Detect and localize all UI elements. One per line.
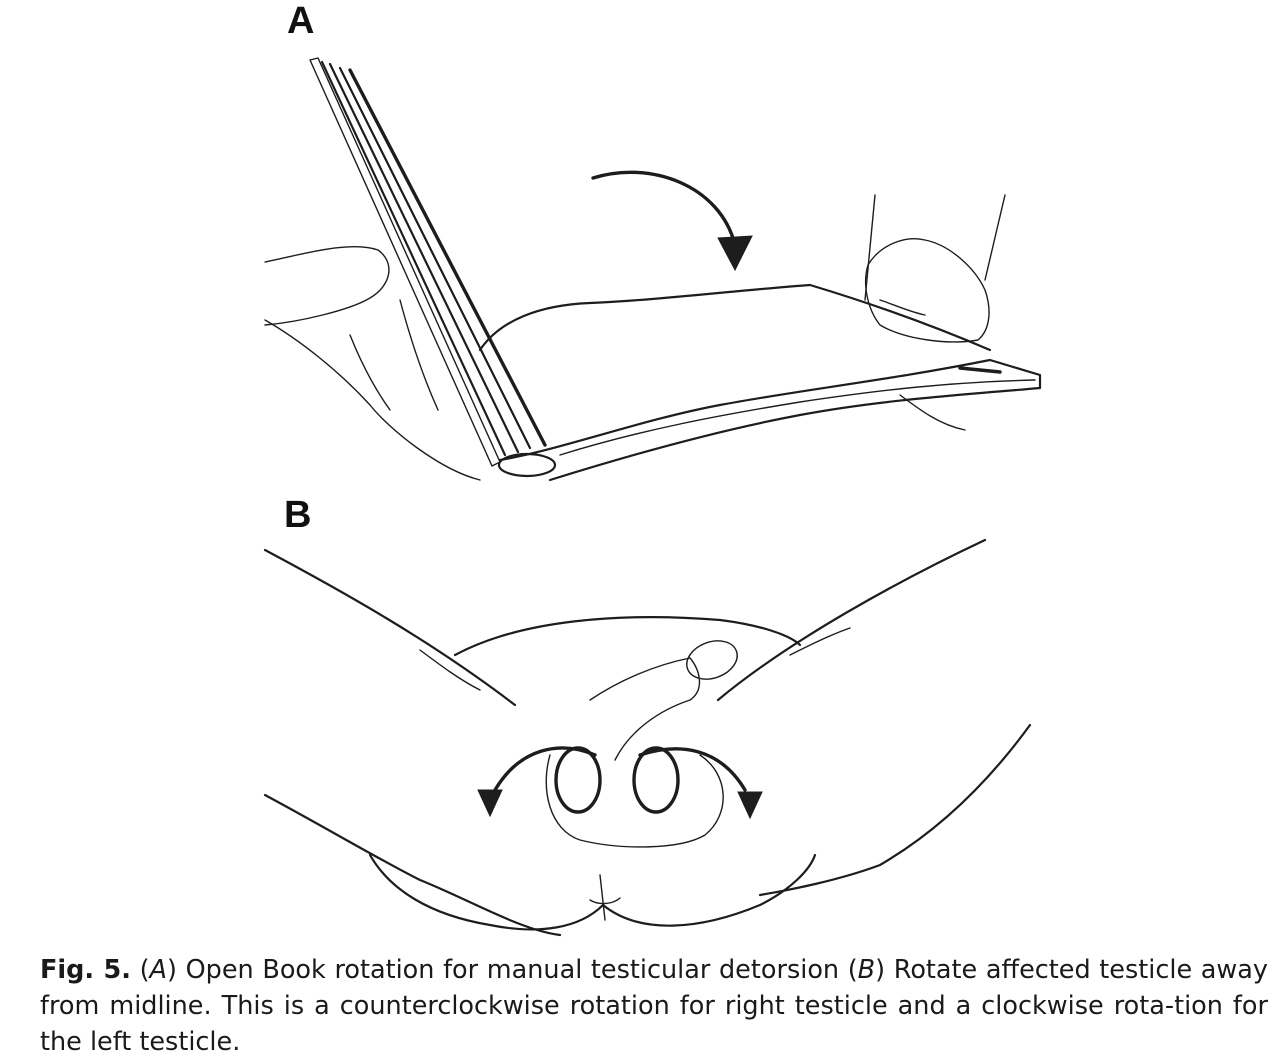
right-thigh (758, 723, 1032, 897)
caption-part-a-text: ) Open Book rotation for manual testicul… (167, 955, 858, 985)
scrotum-outline (545, 754, 724, 848)
right-inguinal-line (716, 538, 987, 702)
caption-part-a-letter: A (149, 955, 167, 985)
left-testicle (632, 746, 680, 814)
penis-shaft (589, 657, 701, 761)
panel-a-open-book-illustration (264, 57, 1042, 482)
figure-panel-a-label: A (287, 0, 315, 42)
rotation-arrow-a-head (717, 235, 753, 272)
figure-number: Fig. 5. (40, 955, 131, 985)
book-right-page-bottom (498, 358, 1042, 482)
caption-part-b-letter: B (857, 955, 876, 985)
figure-caption: Fig. 5. (A) Open Book rotation for manua… (40, 952, 1268, 1060)
buttocks-right (601, 853, 817, 927)
lower-abdomen-curve (453, 616, 802, 657)
book-right-page-top (478, 283, 992, 352)
left-hand (264, 246, 390, 326)
left-thigh (263, 793, 562, 937)
buttocks-left (368, 853, 605, 931)
rotation-arrow-a (591, 170, 737, 247)
panel-b-testicle-rotation-illustration (263, 538, 1032, 937)
figure-panel-b-label: B (284, 494, 312, 536)
rotation-arrow-left-testicle (638, 747, 747, 792)
book-left-cover-edge-2 (328, 62, 520, 454)
rotation-arrow-left-head (737, 791, 763, 820)
book-left-cover-edge (320, 60, 507, 457)
caption-part-b-text: ) Rotate affected testicle away from mid… (40, 955, 1268, 1057)
rotation-arrow-right-testicle (493, 746, 597, 792)
right-hand (864, 194, 876, 301)
caption-part-a-prefix: ( (139, 955, 150, 985)
book-left-cover-edge-3 (338, 66, 532, 450)
left-inguinal-line (263, 548, 517, 707)
book-left-cover-edge-4 (348, 68, 547, 447)
rotation-arrow-right-head (477, 789, 503, 818)
penis-glans (686, 640, 738, 680)
right-testicle (554, 746, 602, 814)
